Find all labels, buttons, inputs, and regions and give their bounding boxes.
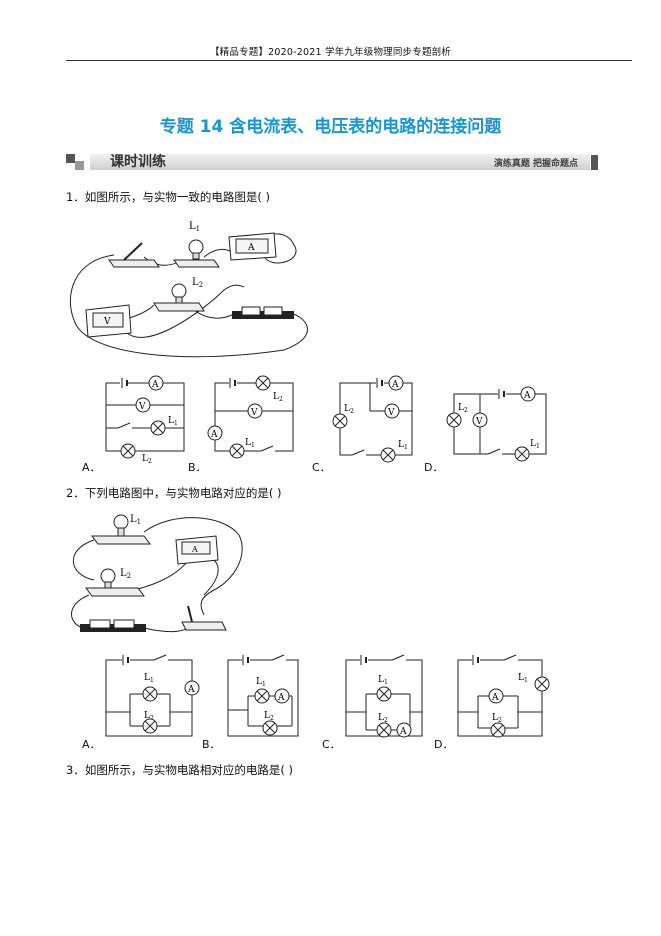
switch-icon [108,242,160,268]
svg-text:L2: L2 [492,713,502,724]
svg-text:A: A [277,693,285,703]
header-divider [66,60,632,61]
section-label: 课时训练 [110,154,166,170]
q1-option-a-label: A． [82,461,101,474]
svg-text:L2: L2 [344,404,354,415]
question-2-physical-circuit: L1 L2 A [71,514,243,633]
label-l1-2: L1 [130,514,141,526]
section-band: 课时训练 演练真题 把握命题点 [66,150,598,172]
svg-text:V: V [250,408,258,418]
lamp-l2-icon [153,283,205,312]
question-1-text: 1．如图所示，与实物一致的电路图是( ) [66,190,270,204]
q2-option-b-label: B． [202,738,221,751]
svg-text:L2: L2 [273,392,283,403]
svg-text:L2: L2 [458,403,468,414]
section-square-icon-2 [75,161,84,170]
svg-text:L1: L1 [378,675,388,686]
label-l1: L1 [189,221,200,233]
svg-text:L1: L1 [518,673,528,684]
q2-option-d-label: D． [434,738,454,751]
ammeter-icon-2: A [175,535,219,565]
switch-icon-2 [181,605,227,631]
ammeter-icon: A [228,232,277,261]
section-bar [90,154,590,170]
svg-text:L2: L2 [142,454,152,463]
svg-text:A: A [151,380,159,390]
svg-text:A: A [247,243,255,253]
svg-text:A: A [491,693,499,703]
svg-text:L1: L1 [168,416,178,427]
q2-option-d-circuit: A L1 L2 [457,654,550,738]
page-header: 【精品专题】2020-2021 学年九年级物理同步专题剖析 [209,47,452,58]
lamp-l1-icon-2 [91,514,151,545]
question-3-text: 3．如图所示，与实物电路相对应的电路是( ) [66,763,293,777]
svg-text:A: A [187,685,195,695]
q1-option-d-label: D． [424,461,444,474]
q1-option-c-circuit: A L2 V L1 [332,375,413,463]
svg-text:L1: L1 [144,673,154,684]
lamp-l1-icon [173,239,220,268]
q1-option-c-label: C． [312,461,331,474]
q2-option-c-label: C． [322,738,341,751]
q1-option-a-circuit: A V L1 L2 [105,375,185,463]
battery-icon [232,306,294,319]
svg-text:L1: L1 [256,677,266,688]
svg-text:A: A [210,430,218,440]
section-square-icon [66,154,75,163]
q2-option-b-circuit: L1 A L2 [227,654,299,737]
q2-option-a-label: A． [82,738,101,751]
svg-text:L1: L1 [245,438,255,449]
question-1-physical-circuit: L1 A L2 V [69,221,308,358]
label-l2-2: L2 [120,568,131,580]
battery-icon-2 [80,619,146,632]
question-2-text: 2．下列电路图中，与实物电路对应的是( ) [66,486,282,500]
svg-text:L1: L1 [530,439,540,450]
q2-option-a-circuit: L1 L2 A [105,654,200,737]
svg-text:L1: L1 [398,440,408,451]
voltmeter-icon: V [85,304,132,338]
q1-option-d-circuit: A L2 V L1 [446,386,547,462]
svg-text:V: V [387,408,395,418]
svg-text:V: V [475,417,483,427]
svg-text:L2: L2 [378,713,388,724]
section-right-label: 演练真题 把握命题点 [493,159,578,169]
page-title: 专题 14 含电流表、电压表的电路的连接问题 [159,117,502,137]
svg-text:L2: L2 [264,711,274,722]
section-bar-tail [591,155,598,170]
label-l2: L2 [192,277,203,289]
svg-text:L2: L2 [144,711,154,722]
q2-option-c-circuit: L1 L2 A [345,654,423,738]
svg-text:A: A [523,391,531,401]
q1-option-b-circuit: L2 V A L1 [207,375,294,459]
q1-option-b-label: B． [188,461,207,474]
lamp-l2-icon-2 [85,568,145,597]
svg-text:A: A [191,545,198,554]
svg-text:A: A [391,380,399,390]
svg-text:V: V [103,317,111,327]
svg-text:A: A [399,727,407,737]
svg-text:V: V [138,402,146,412]
